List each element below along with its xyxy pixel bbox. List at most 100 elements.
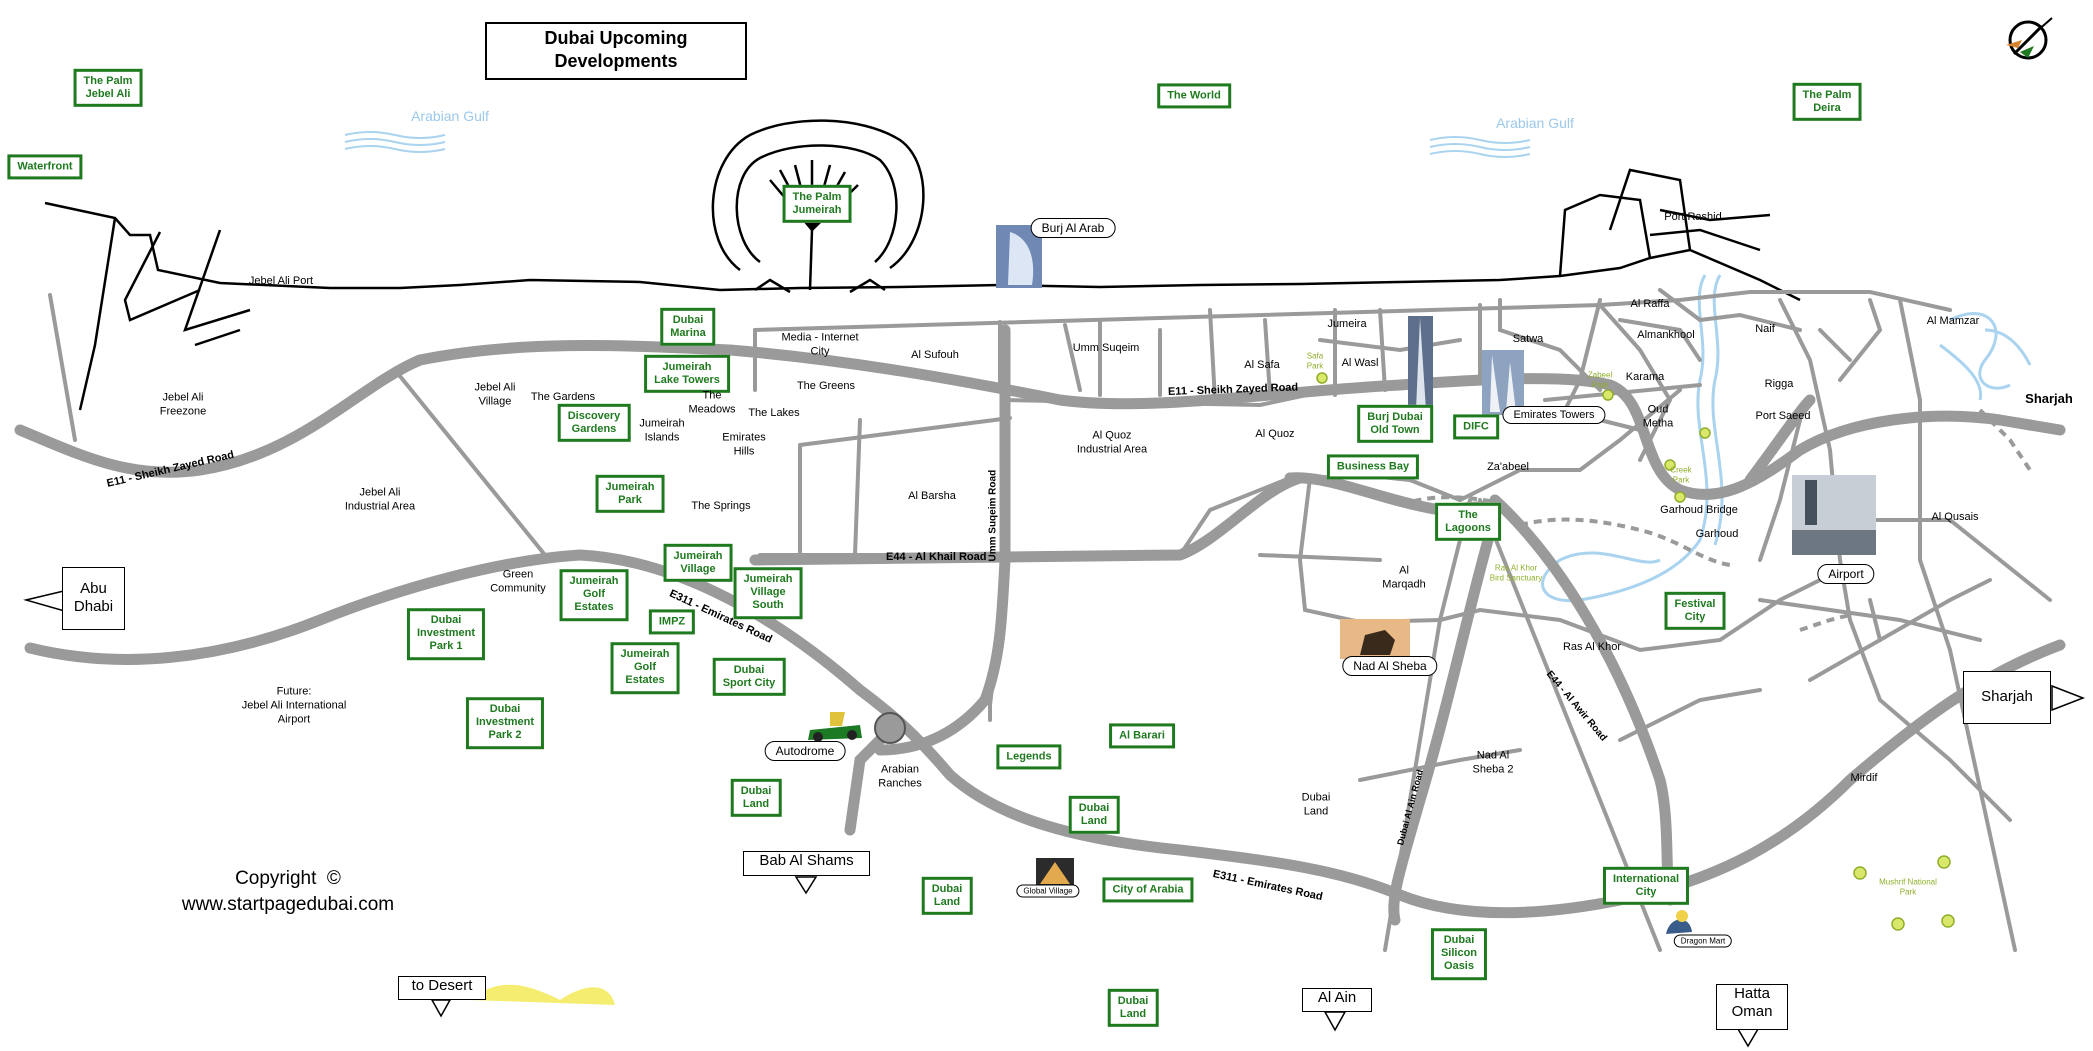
area-label: Umm Suqeim xyxy=(1072,342,1140,355)
park-label: Mushrif National Park xyxy=(1879,877,1937,896)
area-label: Media - Internet City xyxy=(781,331,859,357)
development-label[interactable]: Dubai Land xyxy=(1107,988,1159,1028)
nad-al-sheba-icon xyxy=(1340,619,1410,659)
area-label: Mirdif xyxy=(1850,772,1878,785)
landmark-label[interactable]: Burj Al Arab xyxy=(1030,218,1116,238)
area-label: The Springs xyxy=(691,500,751,513)
autodrome-roundabout xyxy=(874,712,906,744)
development-label[interactable]: International City xyxy=(1602,866,1690,906)
area-label: Oud Metha xyxy=(1642,403,1674,429)
landmark-label[interactable]: Dragon Mart xyxy=(1673,934,1733,948)
development-label[interactable]: The Lagoons xyxy=(1435,502,1501,542)
park-trees xyxy=(1316,372,1955,931)
exit-hatta-oman[interactable]: Hatta Oman xyxy=(1716,984,1788,1030)
hatta-arrow xyxy=(1736,1028,1760,1048)
development-label[interactable]: Dubai Investment Park 1 xyxy=(406,608,486,660)
development-label[interactable]: Jumeirah Village South xyxy=(733,567,803,619)
sharjah-arrow xyxy=(2051,684,2086,712)
development-label[interactable]: Al Barari xyxy=(1109,723,1175,749)
copyright-notice: Copyright © www.startpagedubai.com xyxy=(181,868,395,915)
area-label: The Lakes xyxy=(748,407,800,420)
development-label[interactable]: Dubai Marina xyxy=(660,307,716,347)
development-label[interactable]: Jumeirah Golf Estates xyxy=(559,569,629,621)
development-label[interactable]: Jumeirah Village xyxy=(663,543,733,583)
development-label[interactable]: Jumeirah Golf Estates xyxy=(610,642,680,694)
development-label[interactable]: Dubai Investment Park 2 xyxy=(465,697,545,749)
exit-sharjah[interactable]: Sharjah xyxy=(1963,671,2051,724)
landmark-label[interactable]: Nad Al Sheba xyxy=(1342,656,1438,676)
development-label[interactable]: Discovery Gardens xyxy=(557,403,631,443)
development-label[interactable]: Dubai Sport City xyxy=(712,657,786,697)
development-label[interactable]: The Palm Jumeirah xyxy=(782,184,852,224)
emirates-road xyxy=(24,549,2066,919)
area-label: Rigga xyxy=(1764,378,1794,391)
landmark-label[interactable]: Autodrome xyxy=(764,741,846,761)
development-label[interactable]: Jumeirah Park xyxy=(595,474,665,514)
umm-suqeim-road xyxy=(874,324,1011,756)
development-label[interactable]: Legends xyxy=(996,744,1062,770)
airport-road xyxy=(1744,394,1816,486)
sea-label: Arabian Gulf xyxy=(1496,115,1574,131)
burj-al-arab-icon xyxy=(996,225,1042,288)
coastline xyxy=(44,168,1801,411)
development-label[interactable]: The World xyxy=(1157,83,1231,109)
area-label: Al Quoz xyxy=(1255,428,1295,441)
development-label[interactable]: Dubai Land xyxy=(1068,795,1120,835)
map-title: Dubai Upcoming Developments xyxy=(485,22,747,80)
development-label[interactable]: DIFC xyxy=(1453,414,1499,440)
area-label: Karama xyxy=(1625,371,1665,384)
development-label[interactable]: Business Bay xyxy=(1326,454,1420,480)
development-label[interactable]: The Palm Deira xyxy=(1792,82,1862,122)
area-label: Port Saeed xyxy=(1755,410,1811,423)
area-label: Arabian Ranches xyxy=(878,763,922,789)
development-label[interactable]: Dubai Land xyxy=(730,778,782,818)
development-label[interactable]: Burj Dubai Old Town xyxy=(1357,404,1433,444)
emirates-towers-icon xyxy=(1482,350,1524,415)
area-label: Jebel Ali Village xyxy=(474,381,516,407)
area-label: Za'abeel xyxy=(1487,461,1529,474)
development-label[interactable]: The Palm Jebel Ali xyxy=(73,68,143,108)
al-ain-arrow xyxy=(1323,1011,1347,1032)
burj-dubai-icon xyxy=(1408,316,1433,412)
exit-to-desert[interactable]: to Desert xyxy=(398,976,486,1000)
area-label: Port Rashid xyxy=(1664,211,1722,224)
area-label: Al Quoz Industrial Area xyxy=(1076,429,1148,455)
area-label: Green Community xyxy=(490,568,546,594)
area-label: Emirates Hills xyxy=(722,431,766,457)
area-label: Jumeira xyxy=(1327,318,1367,331)
area-label: Al Raffa xyxy=(1630,298,1670,311)
compass-icon xyxy=(2006,17,2053,60)
area-label: Garhoud Bridge xyxy=(1660,504,1738,517)
area-label: Al Marqadh xyxy=(1382,564,1426,590)
area-label: Almankhool xyxy=(1637,329,1695,342)
development-label[interactable]: Jumeirah Lake Towers xyxy=(644,354,730,394)
area-label: Ras Al Khor xyxy=(1562,641,1622,654)
landmark-label[interactable]: Emirates Towers xyxy=(1502,406,1606,424)
development-label[interactable]: IMPZ xyxy=(648,609,696,635)
area-label: The Gardens xyxy=(530,391,596,404)
development-label[interactable]: Dubai Silicon Oasis xyxy=(1430,928,1488,980)
autodrome-icon xyxy=(806,708,864,742)
area-label: Al Wasl xyxy=(1341,357,1379,370)
development-label[interactable]: Festival City xyxy=(1664,591,1726,631)
development-label[interactable]: Waterfront xyxy=(7,154,83,180)
exit-bab-al-shams[interactable]: Bab Al Shams xyxy=(743,851,870,876)
area-label: Satwa xyxy=(1512,333,1544,346)
major-roads xyxy=(14,324,2066,926)
exit-arrows xyxy=(23,589,2086,1048)
landmark-label[interactable]: Global Village xyxy=(1016,884,1080,898)
development-label[interactable]: City of Arabia xyxy=(1102,877,1194,903)
dashed-roads xyxy=(1399,408,2032,632)
zabeel-link xyxy=(1284,472,1506,516)
exit-abu-dhabi[interactable]: Abu Dhabi xyxy=(62,567,125,630)
exit-al-ain[interactable]: Al Ain xyxy=(1302,988,1372,1012)
area-label: Jumeirah Islands xyxy=(639,417,685,443)
bab-al-shams-arrow xyxy=(794,876,818,895)
landmark-label[interactable]: Airport xyxy=(1817,564,1875,584)
area-label: Nad Al Sheba 2 xyxy=(1472,749,1514,775)
development-label[interactable]: Dubai Land xyxy=(921,876,973,916)
area-label: Future: Jebel Ali International Airport xyxy=(241,685,347,725)
area-label: The Greens xyxy=(796,380,856,393)
desert-dunes xyxy=(470,984,615,1005)
